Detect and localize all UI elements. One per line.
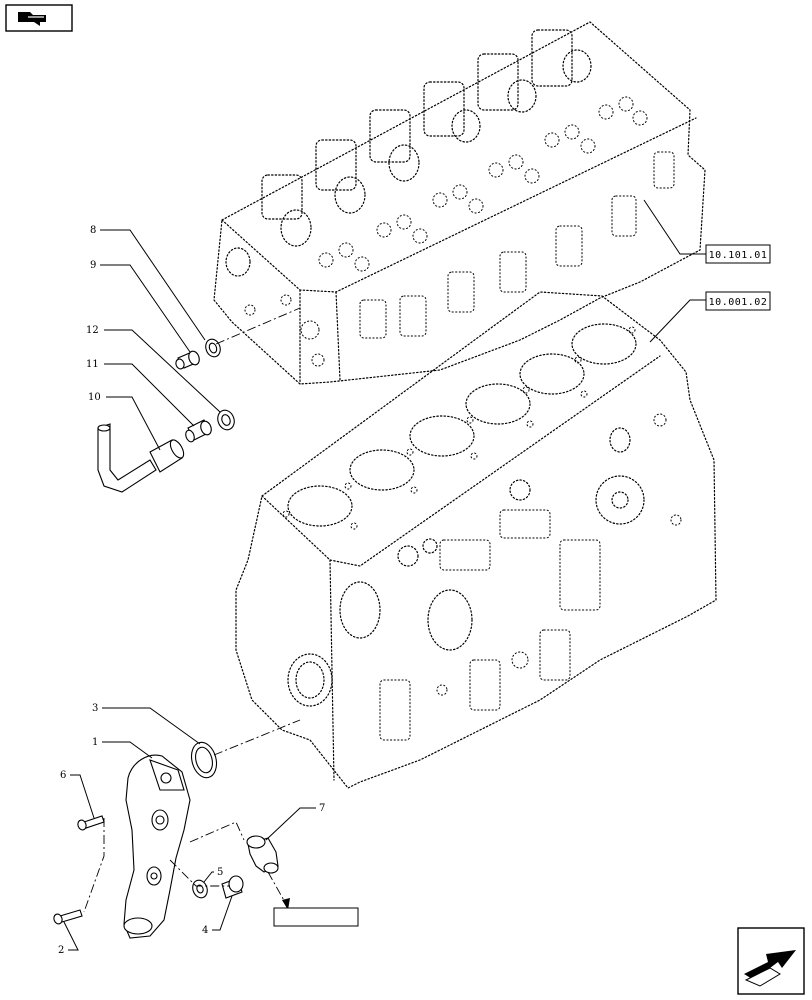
reference-label-block: 10.001.02 bbox=[709, 297, 768, 308]
svg-text:4: 4 bbox=[202, 925, 208, 936]
reference-cylinder-block[interactable]: 10.001.02 bbox=[649, 291, 771, 343]
callout-1: 1 bbox=[92, 737, 153, 759]
callout-7: 7 bbox=[265, 803, 325, 841]
part-1-outlet-housing[interactable] bbox=[123, 754, 191, 939]
part-4-plug[interactable] bbox=[221, 875, 244, 899]
callout-2: 2 bbox=[58, 921, 79, 956]
part-9-union-fitting[interactable] bbox=[175, 350, 202, 370]
svg-text:11: 11 bbox=[86, 359, 99, 370]
part-10-elbow-pipe[interactable] bbox=[97, 423, 186, 493]
cylinder-head-drawing bbox=[213, 21, 706, 385]
part-3-o-ring[interactable] bbox=[188, 740, 220, 781]
callout-6: 6 bbox=[60, 770, 95, 819]
reference-cylinder-head[interactable]: 10.101.01 bbox=[643, 199, 771, 264]
callout-9: 9 bbox=[90, 260, 191, 353]
callout-12: 12 bbox=[86, 325, 221, 413]
reference-empty-box[interactable] bbox=[273, 907, 359, 927]
svg-text:5: 5 bbox=[217, 867, 223, 878]
svg-text:2: 2 bbox=[58, 945, 64, 956]
callout-5: 5 bbox=[203, 867, 223, 883]
callout-10: 10 bbox=[88, 392, 161, 451]
part-5-washer[interactable] bbox=[190, 878, 209, 900]
svg-text:10: 10 bbox=[88, 392, 101, 403]
part-7-connector[interactable] bbox=[246, 835, 279, 874]
svg-text:8: 8 bbox=[90, 225, 96, 236]
part-8-seal-ring[interactable] bbox=[203, 337, 222, 359]
part-12-seal-ring[interactable] bbox=[215, 408, 237, 432]
next-page-arrow-icon[interactable] bbox=[737, 927, 805, 995]
part-11-union-fitting[interactable] bbox=[184, 419, 213, 443]
svg-text:7: 7 bbox=[319, 803, 325, 814]
svg-text:6: 6 bbox=[60, 770, 66, 781]
part-6-bolt[interactable] bbox=[77, 815, 105, 831]
reference-label-head: 10.101.01 bbox=[709, 250, 768, 261]
svg-text:9: 9 bbox=[90, 260, 96, 271]
callout-4: 4 bbox=[202, 895, 233, 936]
svg-text:12: 12 bbox=[86, 325, 99, 336]
book-arrow-icon[interactable] bbox=[5, 4, 73, 32]
svg-text:1: 1 bbox=[92, 737, 98, 748]
svg-text:3: 3 bbox=[92, 703, 98, 714]
cylinder-block-drawing bbox=[235, 291, 717, 789]
callout-11: 11 bbox=[86, 359, 195, 427]
callout-3: 3 bbox=[92, 703, 201, 745]
callout-8: 8 bbox=[90, 225, 206, 341]
part-2-bolt[interactable] bbox=[53, 909, 83, 925]
